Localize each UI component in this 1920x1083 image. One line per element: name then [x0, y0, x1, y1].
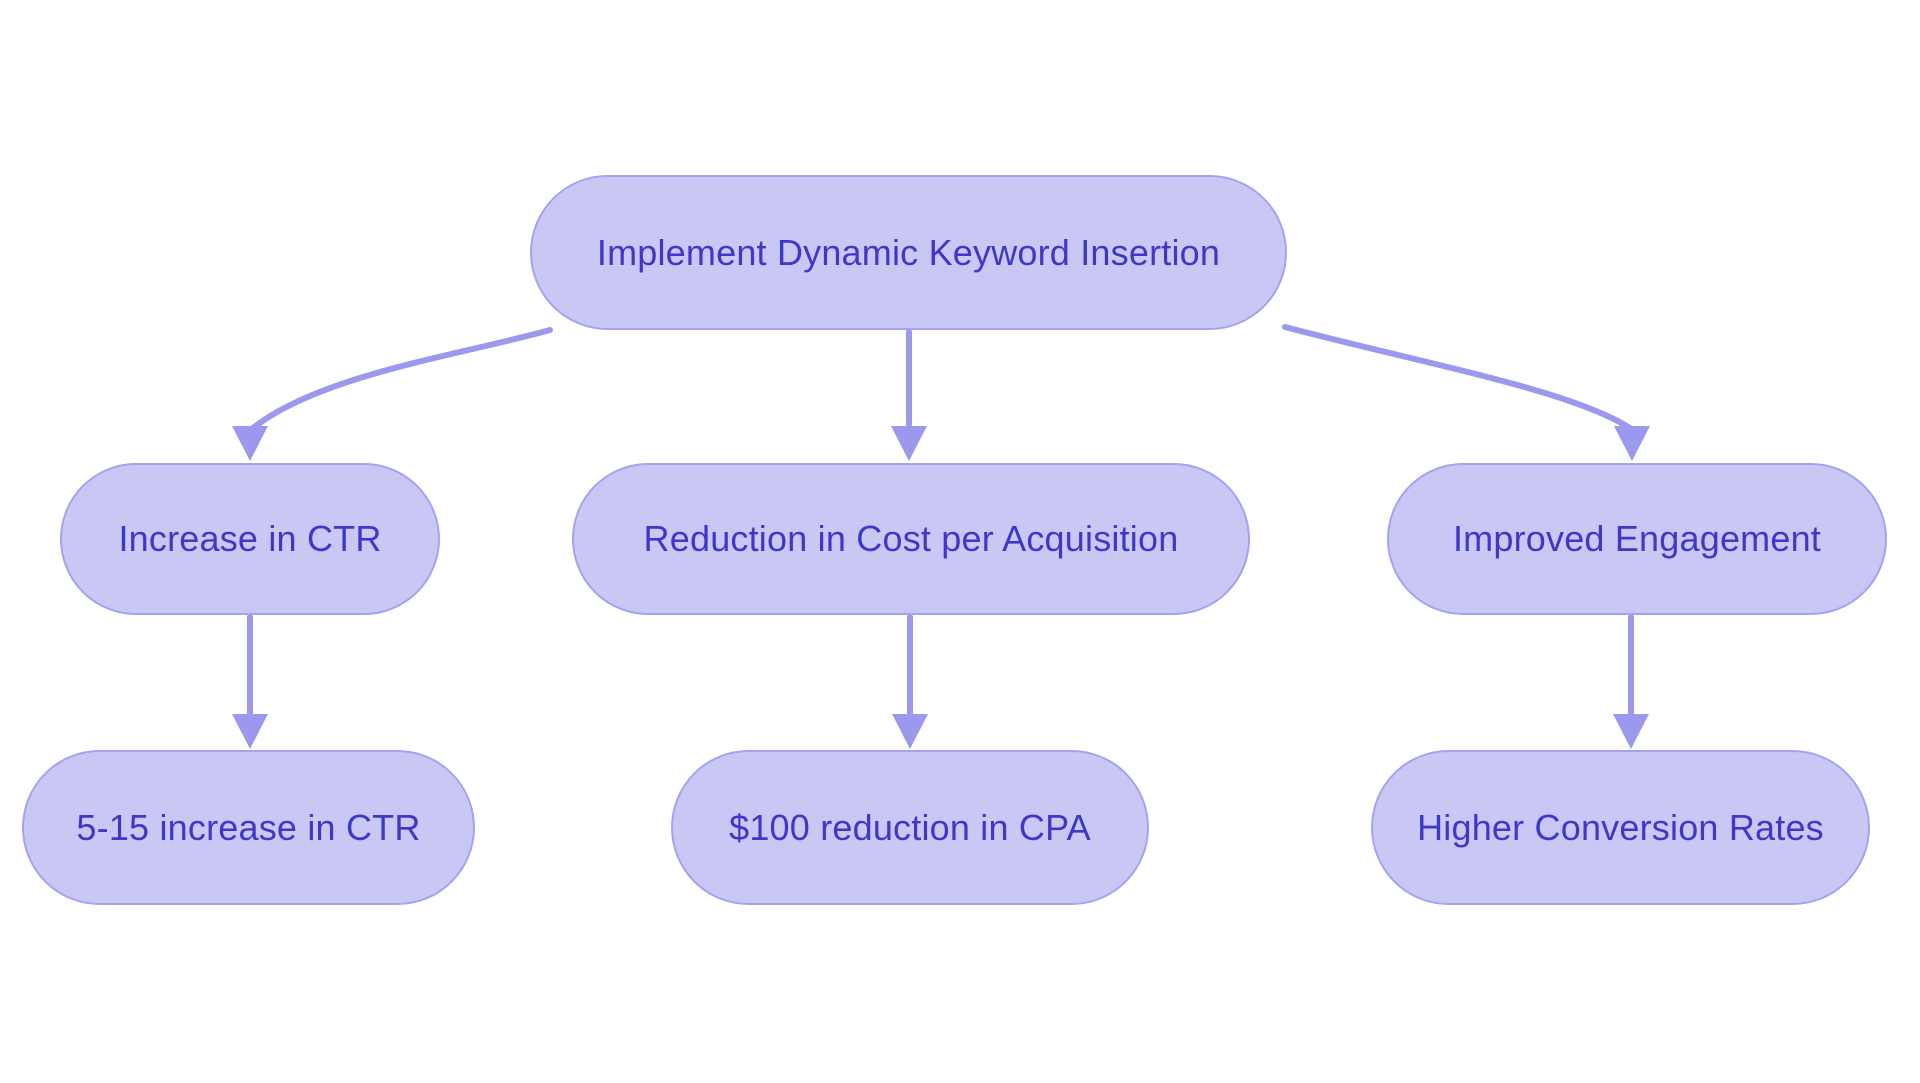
node-conversion-result-label: Higher Conversion Rates — [1417, 806, 1824, 848]
node-cpa-result-label: $100 reduction in CPA — [729, 806, 1091, 848]
edge-root-to-improved-engagement — [1282, 324, 1633, 431]
node-increase-ctr: Increase in CTR — [60, 463, 440, 615]
node-root: Implement Dynamic Keyword Insertion — [530, 175, 1287, 330]
edge-improved-engagement-to-conversion-result-arrowhead — [1613, 714, 1649, 749]
node-ctr-result: 5-15 increase in CTR — [22, 750, 475, 905]
edge-root-to-reduction-cpa-arrowhead — [891, 426, 927, 461]
edge-root-to-increase-ctr — [250, 327, 553, 431]
node-reduction-cpa-label: Reduction in Cost per Acquisition — [643, 518, 1179, 560]
edge-reduction-cpa-to-cpa-result-arrowhead — [892, 714, 928, 749]
edge-root-to-improved-engagement-arrowhead — [1614, 426, 1650, 461]
node-conversion-result: Higher Conversion Rates — [1371, 750, 1870, 905]
node-reduction-cpa: Reduction in Cost per Acquisition — [572, 463, 1250, 615]
edge-increase-ctr-to-ctr-result-arrowhead — [232, 714, 268, 749]
node-increase-ctr-label: Increase in CTR — [118, 518, 382, 560]
node-improved-engagement-label: Improved Engagement — [1452, 518, 1822, 560]
node-ctr-result-label: 5-15 increase in CTR — [76, 806, 421, 848]
node-improved-engagement: Improved Engagement — [1387, 463, 1887, 615]
node-cpa-result: $100 reduction in CPA — [671, 750, 1149, 905]
edge-root-to-increase-ctr-arrowhead — [232, 426, 268, 461]
node-root-label: Implement Dynamic Keyword Insertion — [596, 231, 1221, 273]
